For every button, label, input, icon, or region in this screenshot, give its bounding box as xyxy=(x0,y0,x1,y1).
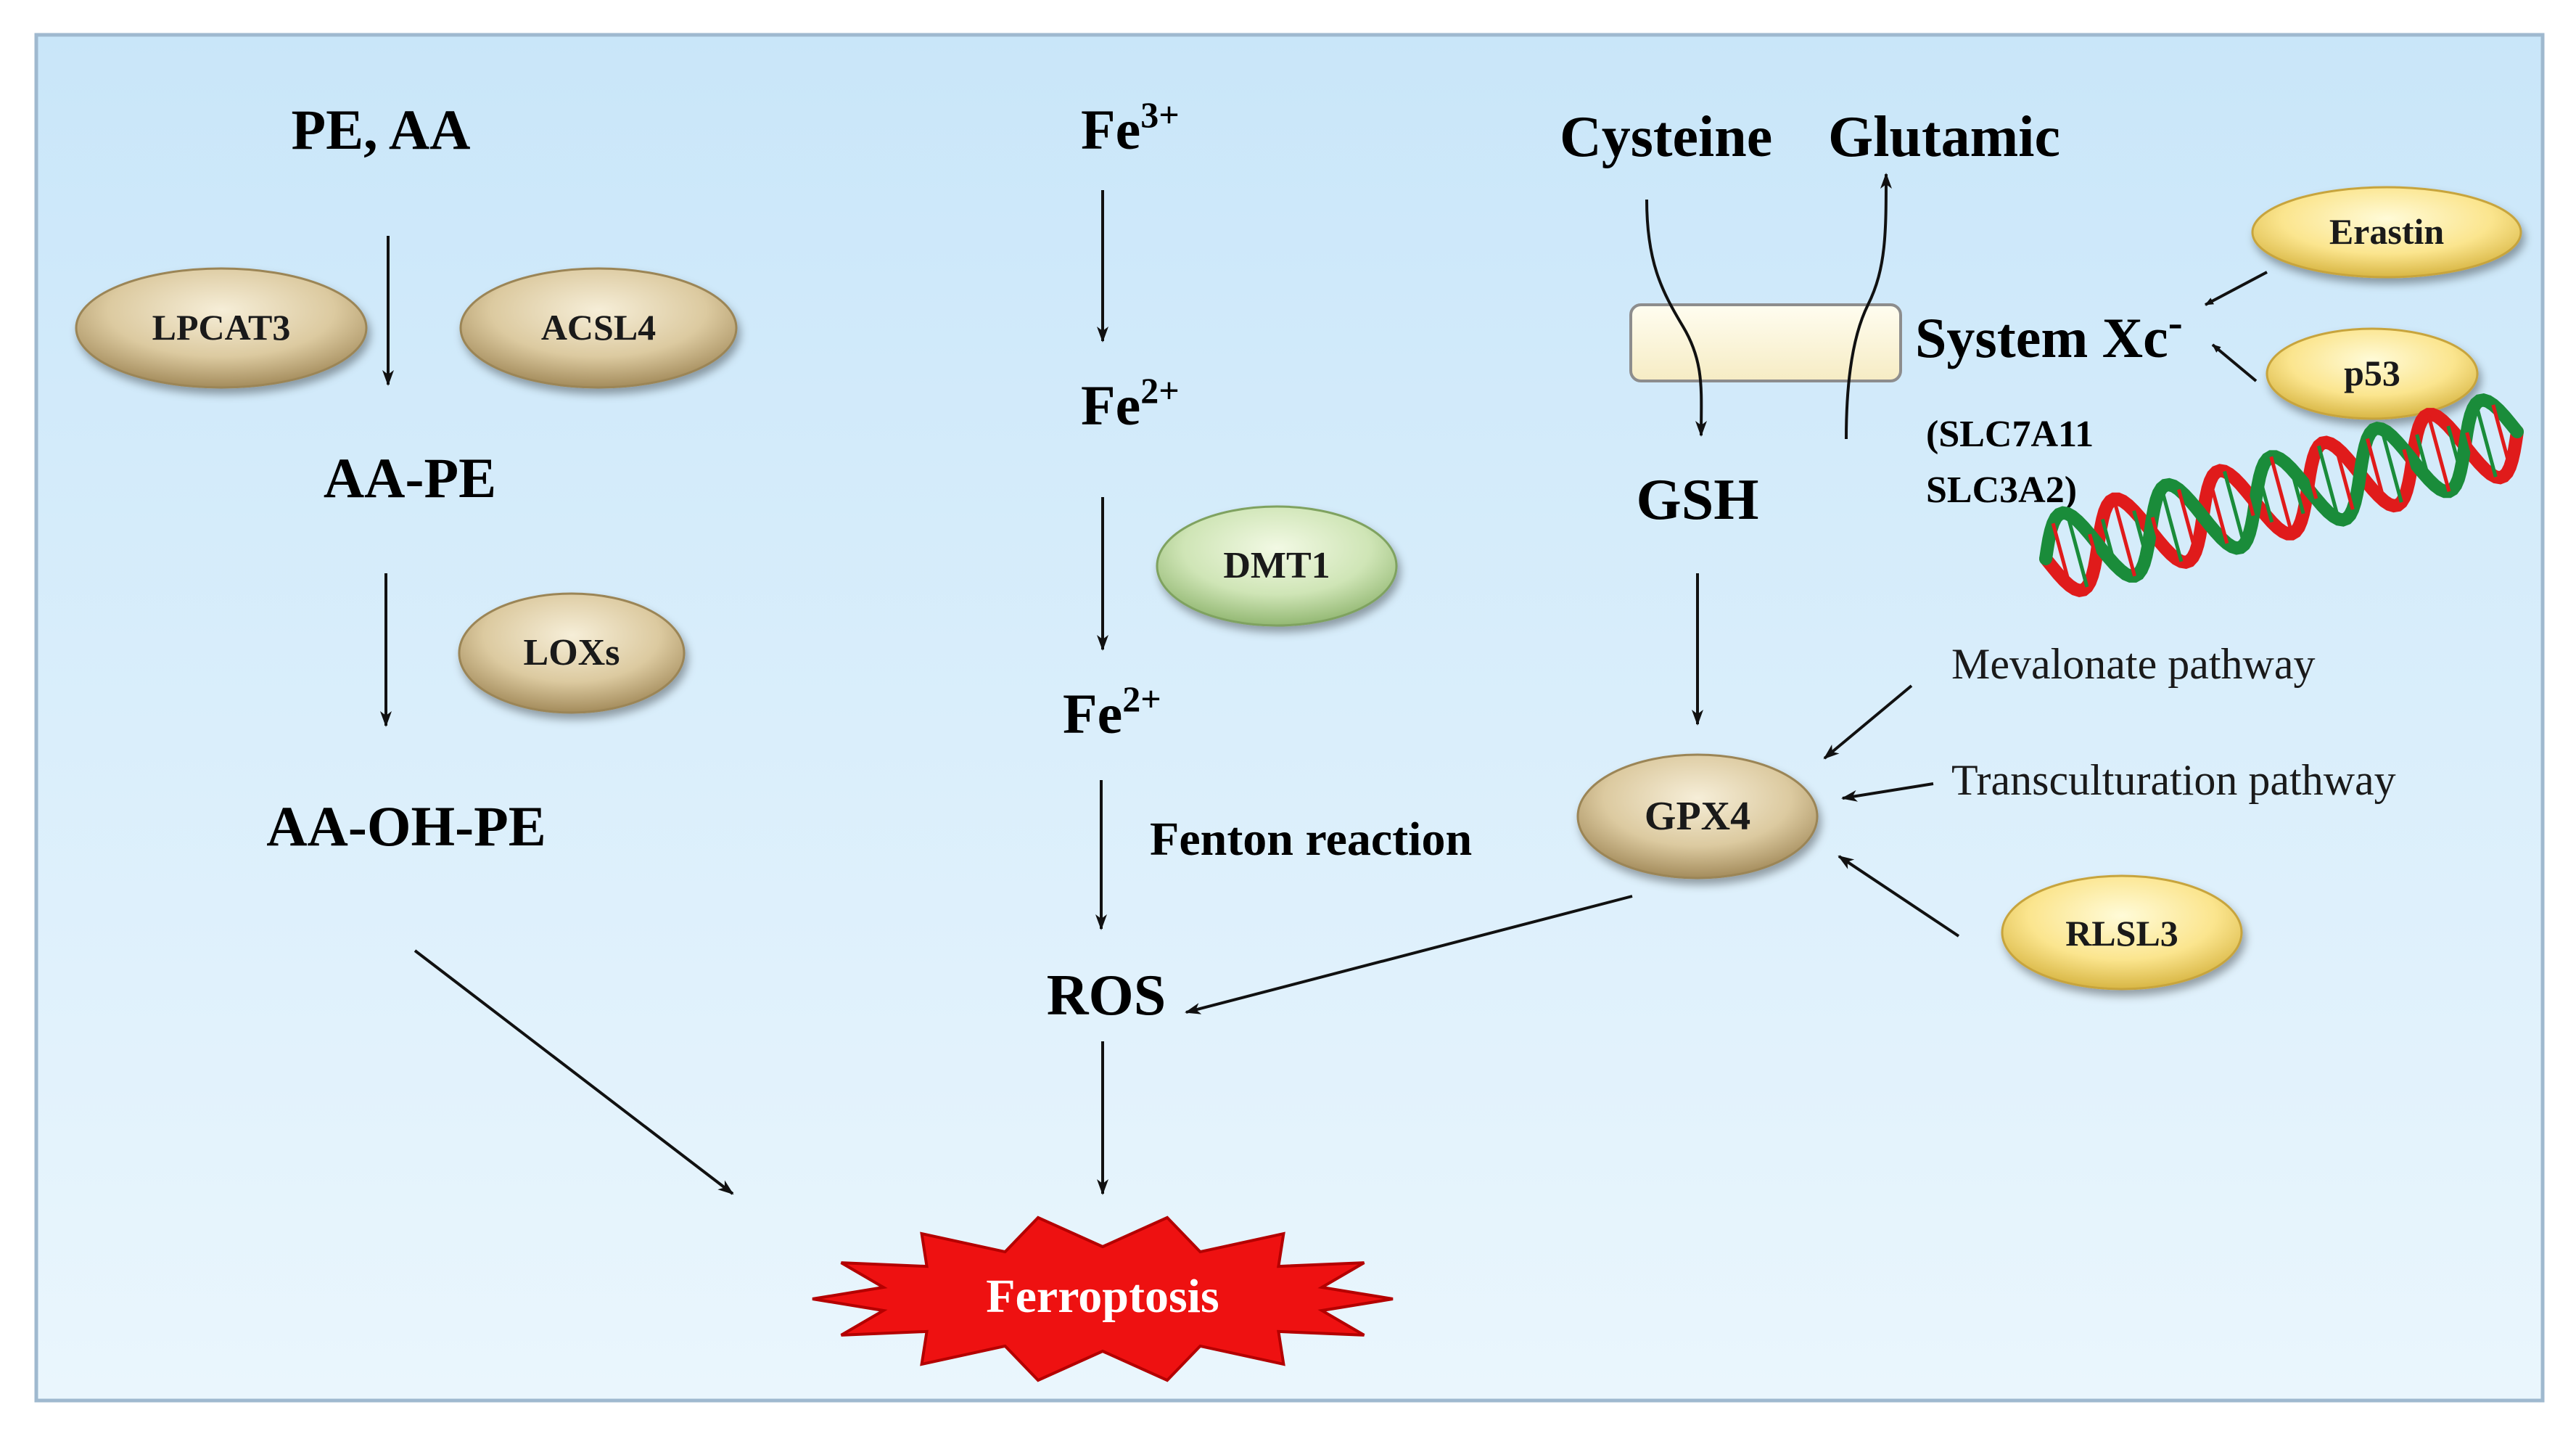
ros-label: ROS xyxy=(1047,964,1166,1028)
ferroptosis-label: Ferroptosis xyxy=(986,1270,1219,1323)
dna-rung xyxy=(2244,491,2255,517)
dna-rung xyxy=(2208,480,2229,544)
dna-rung xyxy=(2065,513,2089,588)
dmt1-node: DMT1 xyxy=(1156,505,1398,627)
dna-rung xyxy=(2132,510,2148,557)
dna-rung xyxy=(2258,476,2274,523)
mevalonate-pathway-label: Mevalonate pathway xyxy=(1951,640,2315,688)
arrow-aaohpe-to-ferroptosis xyxy=(413,949,734,1195)
dmt1-label: DMT1 xyxy=(1223,545,1330,586)
dna-rung xyxy=(2269,456,2294,535)
arrow-mevalonate-to-gpx4 xyxy=(1823,684,1913,760)
gpx4-label: GPX4 xyxy=(1645,794,1750,839)
dna-rung xyxy=(2316,445,2341,520)
glutamic-label: Glutamic xyxy=(1828,105,2060,169)
dna-rung xyxy=(2176,488,2198,553)
gpx4-node: GPX4 xyxy=(1576,753,1819,879)
transculturation-pathway-label: Transculturation pathway xyxy=(1951,756,2396,804)
arrow-gpx4-to-ros xyxy=(1185,895,1633,1014)
dna-rung xyxy=(2100,518,2117,565)
dna-rung xyxy=(2160,488,2184,562)
p53-node: p53 xyxy=(2266,327,2479,420)
fe3-label: Fe3+ xyxy=(1081,94,1180,161)
rlsl3-node: RLSL3 xyxy=(2001,874,2243,991)
dna-rung xyxy=(2402,448,2413,474)
dna-rung xyxy=(2474,403,2498,477)
lpcat3-node: LPCAT3 xyxy=(75,267,368,389)
dna-rung xyxy=(2465,432,2475,457)
dna-rung xyxy=(2222,470,2247,546)
dna-helix-icon xyxy=(2039,393,2524,597)
loxs-node: LOXs xyxy=(458,592,686,714)
erastin-node: Erastin xyxy=(2251,186,2522,279)
pe-aa-label: PE, AA xyxy=(291,98,470,161)
dna-rung xyxy=(2491,404,2512,468)
dna-rung xyxy=(2088,533,2098,559)
slc7a11-label: (SLC7A11 xyxy=(1926,414,2094,455)
acsl4-node: ACSL4 xyxy=(459,267,738,389)
arrow-p53-to-system-xc xyxy=(2211,343,2258,382)
erastin-label: Erastin xyxy=(2329,211,2445,252)
fe2-label-upper: Fe2+ xyxy=(1081,370,1180,437)
dna-rung xyxy=(2308,474,2318,499)
dna-rung xyxy=(2051,522,2072,586)
dna-rung xyxy=(2112,499,2137,577)
dna-rung xyxy=(2365,438,2387,502)
fe2-label-lower: Fe2+ xyxy=(1063,678,1161,745)
dna-rung xyxy=(2289,467,2305,514)
acsl4-label: ACSL4 xyxy=(541,307,656,348)
fenton-reaction-label: Fenton reaction xyxy=(1150,813,1472,866)
background-panel xyxy=(34,33,2545,1403)
dna-rung xyxy=(2415,434,2431,480)
arrow-transculturation-to-gpx4 xyxy=(1841,782,1934,802)
p53-label: p53 xyxy=(2344,353,2400,393)
dna-rung xyxy=(2379,428,2403,503)
aa-oh-pe-label: AA-OH-PE xyxy=(266,795,546,858)
arrow-erastin-to-system-xc xyxy=(2205,271,2268,306)
ferroptosis-burst: Ferroptosis xyxy=(812,1215,1394,1382)
gsh-label: GSH xyxy=(1637,468,1759,532)
rlsl3-label: RLSL3 xyxy=(2065,913,2178,954)
cysteine-label: Cysteine xyxy=(1560,105,1772,169)
arrow-glutamate-out xyxy=(1845,173,1892,440)
system-xc-transporter xyxy=(1629,303,1902,382)
arrow-cysteine-to-gsh xyxy=(1645,199,1708,437)
aa-pe-label: AA-PE xyxy=(324,446,496,509)
dna-rung xyxy=(2150,517,2161,542)
system-xc-label: System Xc- xyxy=(1915,298,2183,369)
arrow-rlsl3-to-gpx4 xyxy=(1838,855,1960,938)
slc3a2-label: SLC3A2) xyxy=(1926,470,2077,511)
dna-rung xyxy=(2426,414,2451,492)
dna-rung xyxy=(2334,446,2355,510)
dna-rung xyxy=(2446,425,2463,472)
lpcat3-label: LPCAT3 xyxy=(152,307,291,348)
loxs-label: LOXs xyxy=(524,632,620,673)
